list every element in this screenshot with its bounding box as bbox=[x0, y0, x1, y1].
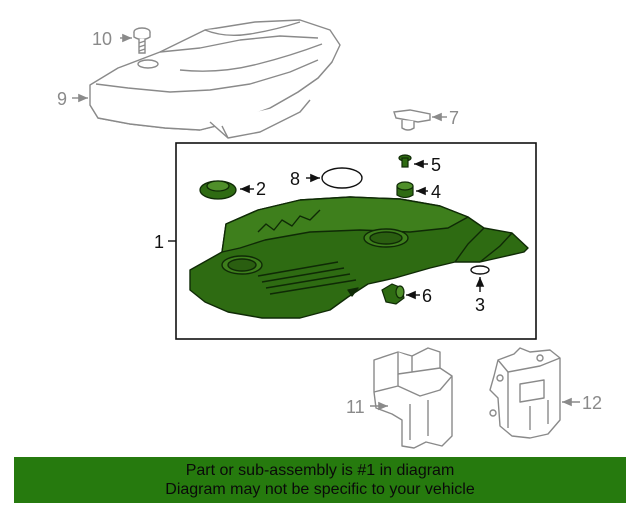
callout-8: 8 bbox=[290, 169, 300, 189]
part-5-stud[interactable] bbox=[398, 154, 412, 168]
callout-1: 1 bbox=[154, 232, 164, 252]
part-11-shield[interactable] bbox=[373, 347, 453, 449]
part-12-shield[interactable] bbox=[489, 347, 561, 439]
part-7-clip[interactable] bbox=[393, 109, 431, 131]
banner-line-1: Part or sub-assembly is #1 in diagram bbox=[185, 462, 455, 479]
callout-9: 9 bbox=[57, 89, 67, 109]
part-2-grommet[interactable] bbox=[199, 180, 237, 200]
callout-10: 10 bbox=[92, 29, 112, 49]
part-4-insulator[interactable] bbox=[396, 181, 414, 199]
banner-line-2: Diagram may not be specific to your vehi… bbox=[165, 481, 475, 498]
callout-4: 4 bbox=[431, 182, 441, 202]
callout-7: 7 bbox=[449, 108, 459, 128]
part-1-engine-cover[interactable] bbox=[189, 196, 529, 319]
part-6-clip[interactable] bbox=[381, 283, 405, 305]
callout-12: 12 bbox=[582, 393, 602, 413]
callout-6: 6 bbox=[422, 286, 432, 306]
callout-2: 2 bbox=[256, 179, 266, 199]
info-banner: Part or sub-assembly is #1 in diagram Di… bbox=[14, 457, 626, 503]
part-8-o-ring[interactable] bbox=[321, 167, 363, 189]
callout-3: 3 bbox=[475, 295, 485, 315]
callout-11: 11 bbox=[346, 397, 365, 417]
part-3-seal[interactable] bbox=[470, 265, 490, 275]
part-10-bolt[interactable] bbox=[133, 27, 151, 54]
parts-diagram: 10 9 7 1 2 8 5 4 bbox=[57, 19, 602, 449]
callout-5: 5 bbox=[431, 155, 441, 175]
part-9-engine-cover[interactable] bbox=[89, 19, 341, 139]
